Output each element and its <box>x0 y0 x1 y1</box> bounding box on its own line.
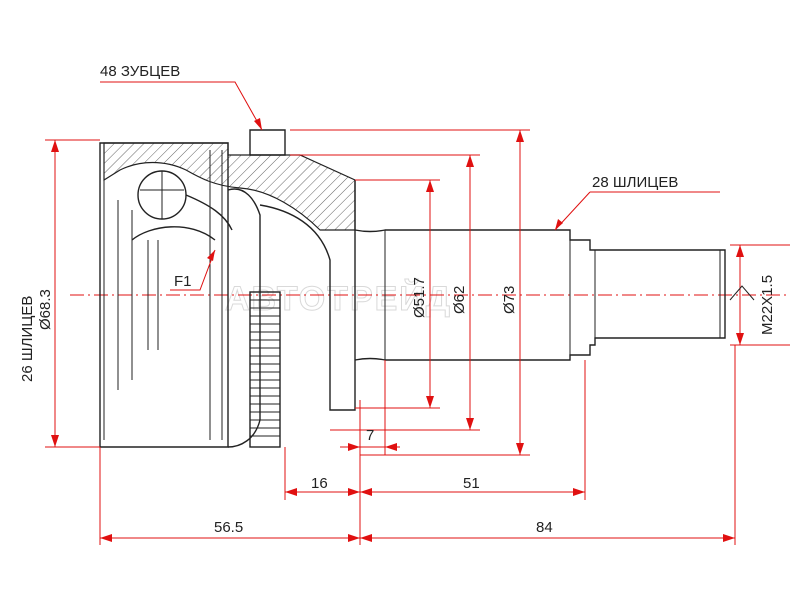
outer-splines-label: 28 ШЛИЦЕВ <box>592 174 678 191</box>
dim-16-label: 16 <box>311 475 328 492</box>
dim-56-5-label: 56.5 <box>214 519 243 536</box>
inner-diameter-label: Ø68.3 <box>37 289 54 330</box>
diameter-73-label: Ø73 <box>501 286 518 314</box>
dimension-lines <box>45 81 790 545</box>
joint-housing <box>99 129 726 448</box>
inner-splines-label: 26 ШЛИЦЕВ <box>19 296 36 382</box>
teeth-count-label: 48 ЗУБЦЕВ <box>100 63 180 80</box>
watermark: АВТОТРЕЙД <box>225 279 452 318</box>
diameter-51-7-label: Ø51.7 <box>411 277 428 318</box>
thread-label: M22X1.5 <box>759 275 776 335</box>
dim-84-label: 84 <box>536 519 553 536</box>
f1-label: F1 <box>174 273 192 290</box>
dim-7-label: 7 <box>366 427 374 444</box>
diameter-62-label: Ø62 <box>451 286 468 314</box>
dim-51-label: 51 <box>463 475 480 492</box>
abs-ring-teeth <box>250 299 280 437</box>
